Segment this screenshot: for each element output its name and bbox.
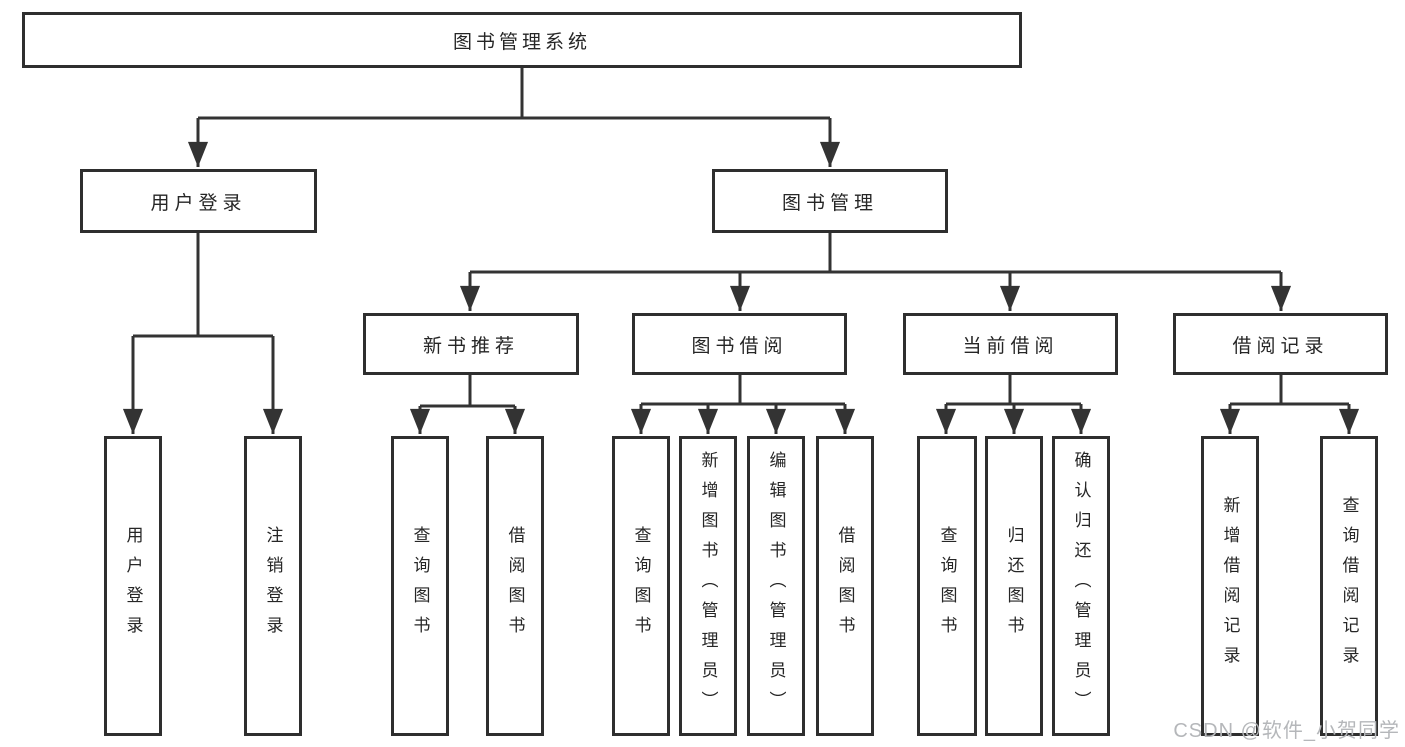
leaf-logout: 注销登录: [244, 436, 302, 736]
node-book-management: 图书管理: [712, 169, 948, 233]
leaf-return-book: 归还图书: [985, 436, 1043, 736]
node-label: 查询图书: [631, 526, 651, 646]
leaf-query-books-borrow: 查询图书: [612, 436, 670, 736]
node-borrow-records: 借阅记录: [1173, 313, 1388, 375]
leaf-add-book-admin: 新增图书（管理员）: [679, 436, 737, 736]
node-label: 查询图书: [410, 526, 430, 646]
csdn-watermark: CSDN @软件_小贺同学: [1173, 720, 1400, 742]
node-label: 用户登录: [150, 192, 247, 214]
node-label: 归还图书: [1004, 526, 1024, 646]
node-label: 注销登录: [263, 526, 283, 646]
leaf-query-books-recommend: 查询图书: [391, 436, 449, 736]
node-label: 新书推荐: [422, 335, 519, 357]
node-current-borrow: 当前借阅: [903, 313, 1118, 375]
node-label: 当前借阅: [962, 335, 1059, 357]
node-label: 图书借阅: [691, 335, 788, 357]
node-user-login: 用户登录: [80, 169, 317, 233]
node-label: 确认归还（管理员）: [1071, 451, 1091, 721]
node-label: 借阅记录: [1232, 335, 1329, 357]
node-label: 图书管理系统: [452, 31, 591, 53]
node-label: 图书管理: [781, 192, 878, 214]
node-label: 查询借阅记录: [1339, 496, 1359, 676]
leaf-borrow-books-recommend: 借阅图书: [486, 436, 544, 736]
node-label: 新增图书（管理员）: [698, 451, 718, 721]
leaf-add-borrow-record: 新增借阅记录: [1201, 436, 1259, 736]
node-label: 新增借阅记录: [1220, 496, 1240, 676]
node-root: 图书管理系统: [22, 12, 1022, 68]
node-label: 查询图书: [937, 526, 957, 646]
leaf-query-books-current: 查询图书: [917, 436, 977, 736]
node-label: 用户登录: [123, 526, 143, 646]
node-label: 借阅图书: [505, 526, 525, 646]
leaf-borrow-books: 借阅图书: [816, 436, 874, 736]
leaf-edit-book-admin: 编辑图书（管理员）: [747, 436, 805, 736]
node-label: 借阅图书: [835, 526, 855, 646]
leaf-confirm-return-admin: 确认归还（管理员）: [1052, 436, 1110, 736]
node-book-borrow: 图书借阅: [632, 313, 847, 375]
node-label: 编辑图书（管理员）: [766, 451, 786, 721]
leaf-user-login: 用户登录: [104, 436, 162, 736]
node-new-book-recommend: 新书推荐: [363, 313, 579, 375]
leaf-query-borrow-record: 查询借阅记录: [1320, 436, 1378, 736]
